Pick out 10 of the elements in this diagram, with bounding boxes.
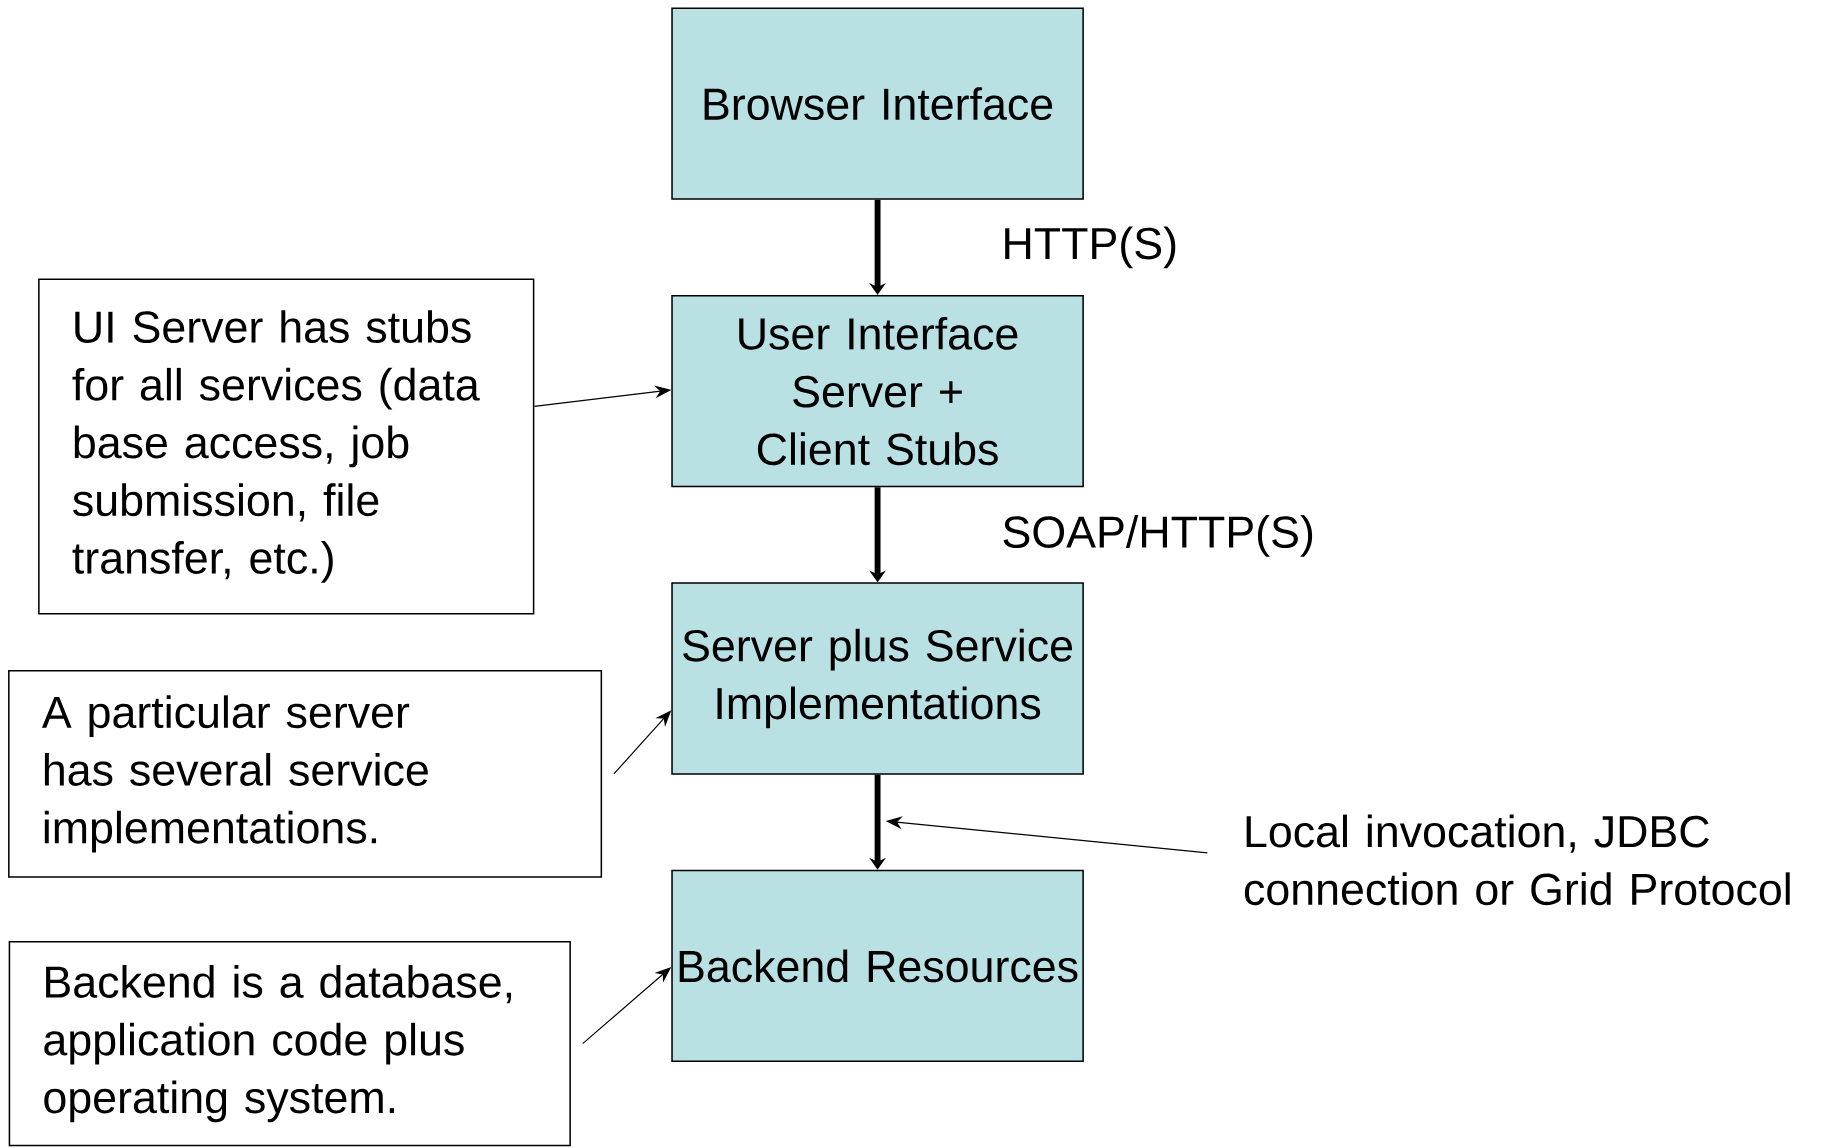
process-box: User Interface Server + Client Stubs <box>671 294 1084 488</box>
process-box: Backend Resources <box>671 869 1084 1062</box>
note-text: Local invocation, JDBC connection or Grid Protocol <box>1244 814 1790 905</box>
process-box: Server plus Service Implementations <box>671 582 1084 775</box>
edge-label: HTTP(S) <box>1005 226 1176 268</box>
note-box: UI Server has stubs for all services (data base access, job submission, file transfer, etc.) <box>38 278 535 615</box>
process-box: Browser Interface <box>671 7 1084 200</box>
edge-label: SOAP/HTTP(S) <box>1003 514 1313 557</box>
note-box: A particular server has several service implementations. <box>8 669 603 878</box>
note-box: Backend is a database, application code plus operating system. <box>8 940 571 1147</box>
